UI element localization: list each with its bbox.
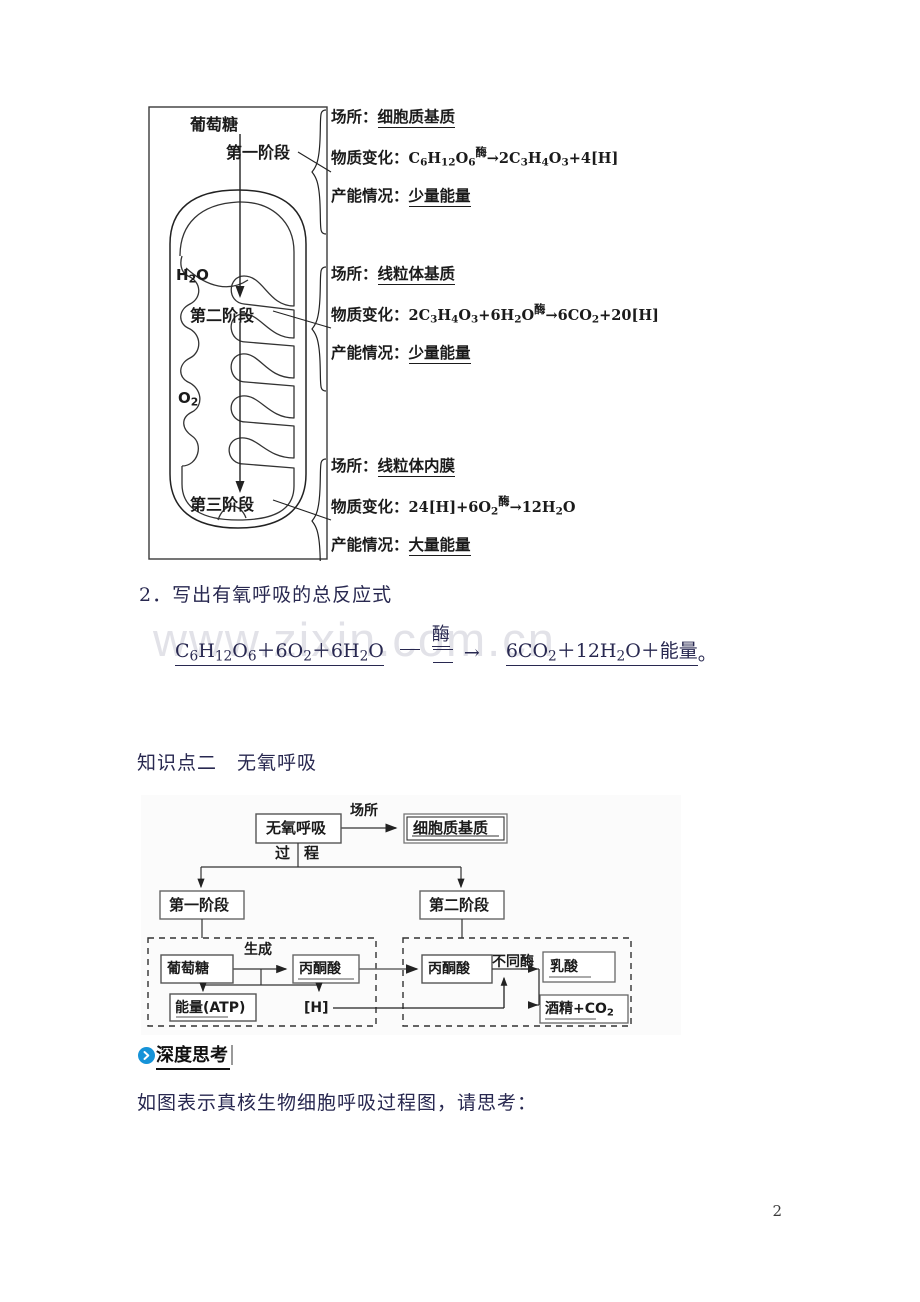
change-label: 物质变化： [331, 305, 409, 324]
energy-label: 产能情况： [331, 343, 409, 362]
label-stage-3: 第三阶段 [190, 495, 255, 514]
change-equation: 2C3H4O3+6H2O酶→6CO2+20[H] [408, 301, 659, 326]
site-label: 场所： [331, 457, 378, 475]
equation-dash-3 [432, 662, 453, 664]
equation-enzyme: 酶 [431, 620, 450, 648]
site-value: 线粒体基质 [377, 265, 456, 285]
stage-2-energy-line: 产能情况：少量能量 [331, 343, 659, 364]
flow-site-box-label: 细胞质基质 [413, 819, 489, 837]
flow-alcohol-co2-label: 酒精+CO2 [545, 1001, 614, 1019]
energy-value: 少量能量 [408, 343, 471, 364]
flow-root-box-label: 无氧呼吸 [266, 819, 327, 837]
flow-energy-atp-label: 能量(ATP) [175, 1000, 246, 1016]
flow-lactate-label: 乳酸 [550, 959, 578, 975]
mitochondrion-svg [148, 106, 332, 561]
stage-3-description: 场所：线粒体内膜 物质变化：24[H]+6O2酶→12H2O 产能情况：大量能量 [331, 457, 576, 556]
chevron-right-circle-icon [138, 1046, 155, 1064]
knowledge-point-2-heading: 知识点二 无氧呼吸 [137, 752, 318, 774]
equation-left: C6H12O6＋6O2＋6H2O [175, 636, 384, 667]
stage-3-site-line: 场所：线粒体内膜 [331, 457, 576, 477]
flow-pyruvate-left-label: 丙酮酸 [299, 961, 341, 977]
equation-dash-1 [399, 649, 420, 651]
stage-2-change-line: 物质变化：2C3H4O3+6H2O酶→6CO2+20[H] [331, 301, 659, 326]
stage-2-site-line: 场所：线粒体基质 [331, 265, 659, 285]
site-label: 场所： [331, 265, 378, 283]
label-stage-1: 第一阶段 [226, 143, 291, 162]
label-glucose: 葡萄糖 [190, 115, 239, 134]
flow-stage-2-box-label: 第二阶段 [429, 896, 490, 914]
label-stage-2: 第二阶段 [190, 306, 255, 325]
stage-1-change-line: 物质变化：C6H12O6酶→2C3H4O3+4[H] [331, 144, 619, 169]
label-oxygen: O2 [178, 389, 199, 409]
deep-thinking-prompt: 如图表示真核生物细胞呼吸过程图，请思考： [137, 1092, 538, 1114]
flow-hydrogen-label: [H] [304, 1000, 329, 1016]
label-water: H2O [176, 266, 209, 286]
energy-label: 产能情况： [331, 535, 409, 554]
energy-value: 少量能量 [408, 186, 471, 207]
flow-process-label-right: 程 [304, 844, 320, 862]
stage-2-description: 场所：线粒体基质 物质变化：2C3H4O3+6H2O酶→6CO2+20[H] 产… [331, 265, 659, 364]
page-number: 2 [772, 1202, 782, 1220]
equation-dash-2 [432, 649, 453, 651]
flow-process-label-left: 过 [275, 844, 291, 862]
change-equation: 24[H]+6O2酶→12H2O [408, 493, 576, 518]
site-value: 细胞质基质 [377, 108, 456, 128]
stage-3-energy-line: 产能情况：大量能量 [331, 535, 576, 556]
overall-reaction-equation: C6H12O6＋6O2＋6H2O 酶 → 6CO2＋12H2O＋能量 。 [175, 624, 717, 667]
stage-1-description: 场所：细胞质基质 物质变化：C6H12O6酶→2C3H4O3+4[H] 产能情况… [331, 108, 619, 207]
flow-glucose-label: 葡萄糖 [167, 961, 209, 977]
flow-site-arrow-label: 场所 [350, 803, 378, 819]
flowchart-svg [147, 813, 632, 1027]
equation-period: 。 [697, 643, 717, 666]
item-2-heading: 2．写出有氧呼吸的总反应式 [139, 584, 393, 606]
energy-value: 大量能量 [408, 535, 471, 556]
change-label: 物质变化： [331, 497, 409, 516]
anaerobic-respiration-flowchart: 无氧呼吸 场所 细胞质基质 过 程 第一阶段 第二阶段 葡萄糖 生成 丙酮酸 能… [141, 795, 681, 1035]
stage-1-site-line: 场所：细胞质基质 [331, 108, 618, 128]
deep-thinking-label: 深度思考 [156, 1041, 230, 1070]
aerobic-respiration-diagram: 葡萄糖 第一阶段 H2O 第二阶段 O2 第三阶段 场所：细胞质基质 物质变化：… [148, 106, 684, 561]
energy-label: 产能情况： [331, 186, 409, 205]
change-equation: C6H12O6酶→2C3H4O3+4[H] [408, 144, 619, 169]
site-label: 场所： [331, 108, 378, 126]
deep-thinking-badge: 深度思考 [138, 1041, 233, 1070]
stage-3-change-line: 物质变化：24[H]+6O2酶→12H2O [331, 493, 576, 518]
equation-right: 6CO2＋12H2O＋能量 [505, 636, 698, 667]
flow-generate-label: 生成 [244, 942, 272, 958]
stage-1-energy-line: 产能情况：少量能量 [331, 186, 618, 207]
flow-stage-1-box-label: 第一阶段 [169, 896, 230, 914]
flow-different-enzyme-label: 不同酶 [492, 954, 534, 970]
equation-arrow-group: 酶 → [386, 624, 504, 666]
change-label: 物质变化： [331, 148, 409, 167]
site-value: 线粒体内膜 [377, 457, 456, 477]
equation-arrow: → [463, 642, 480, 665]
deep-thinking-divider [231, 1045, 233, 1065]
flow-pyruvate-right-label: 丙酮酸 [428, 961, 470, 977]
